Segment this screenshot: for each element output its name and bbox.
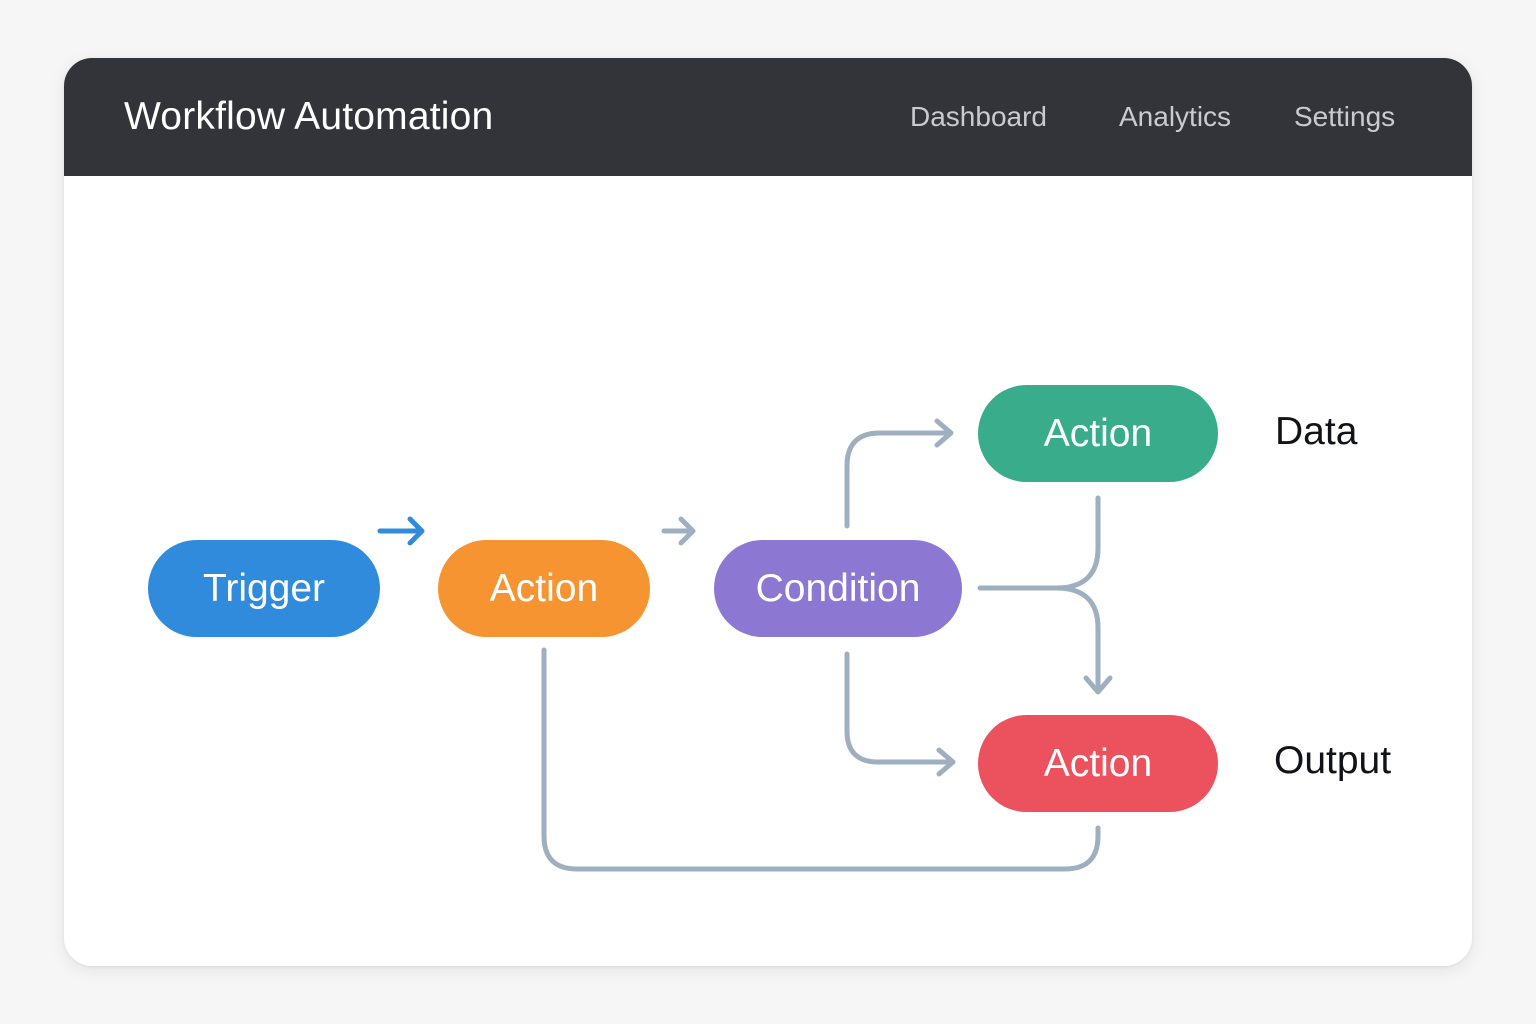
app-title: Workflow Automation [124, 95, 494, 138]
condition-to-output-action-connector [844, 651, 954, 765]
action-node-1[interactable]: Action [438, 540, 650, 637]
action-node-output-label: Action [1043, 741, 1153, 785]
app-window: Workflow Automation Dashboard Analytics … [64, 58, 1472, 966]
condition-node-label: Condition [755, 566, 921, 610]
trigger-node[interactable]: Trigger [148, 540, 380, 637]
action-node-output[interactable]: Action [978, 715, 1218, 812]
trigger-to-action-arrow [377, 516, 425, 546]
merge-branch-down [1053, 585, 1101, 693]
output-action-arrowhead [936, 747, 956, 777]
workflow-canvas: Trigger Action Condition Action Action D… [64, 176, 1472, 966]
condition-node[interactable]: Condition [714, 540, 962, 637]
data-label: Data [1275, 410, 1358, 453]
connector-layer [377, 418, 1113, 872]
trigger-node-label: Trigger [202, 566, 326, 610]
merge-arrowhead [1083, 675, 1113, 695]
output-label: Output [1274, 739, 1392, 782]
loop-back-connector [541, 647, 1101, 872]
condition-merge-connector [977, 495, 1101, 591]
top-bar: Workflow Automation Dashboard Analytics … [64, 58, 1472, 176]
condition-to-data-action-connector [844, 430, 952, 529]
data-action-arrowhead [934, 418, 954, 448]
action-node-1-label: Action [489, 566, 599, 610]
nav-analytics[interactable]: Analytics [1119, 101, 1232, 132]
action-to-condition-arrow [661, 516, 696, 546]
action-node-data-label: Action [1043, 411, 1153, 455]
nav-dashboard[interactable]: Dashboard [910, 101, 1047, 132]
nav-settings[interactable]: Settings [1294, 101, 1396, 132]
action-node-data[interactable]: Action [978, 385, 1218, 482]
